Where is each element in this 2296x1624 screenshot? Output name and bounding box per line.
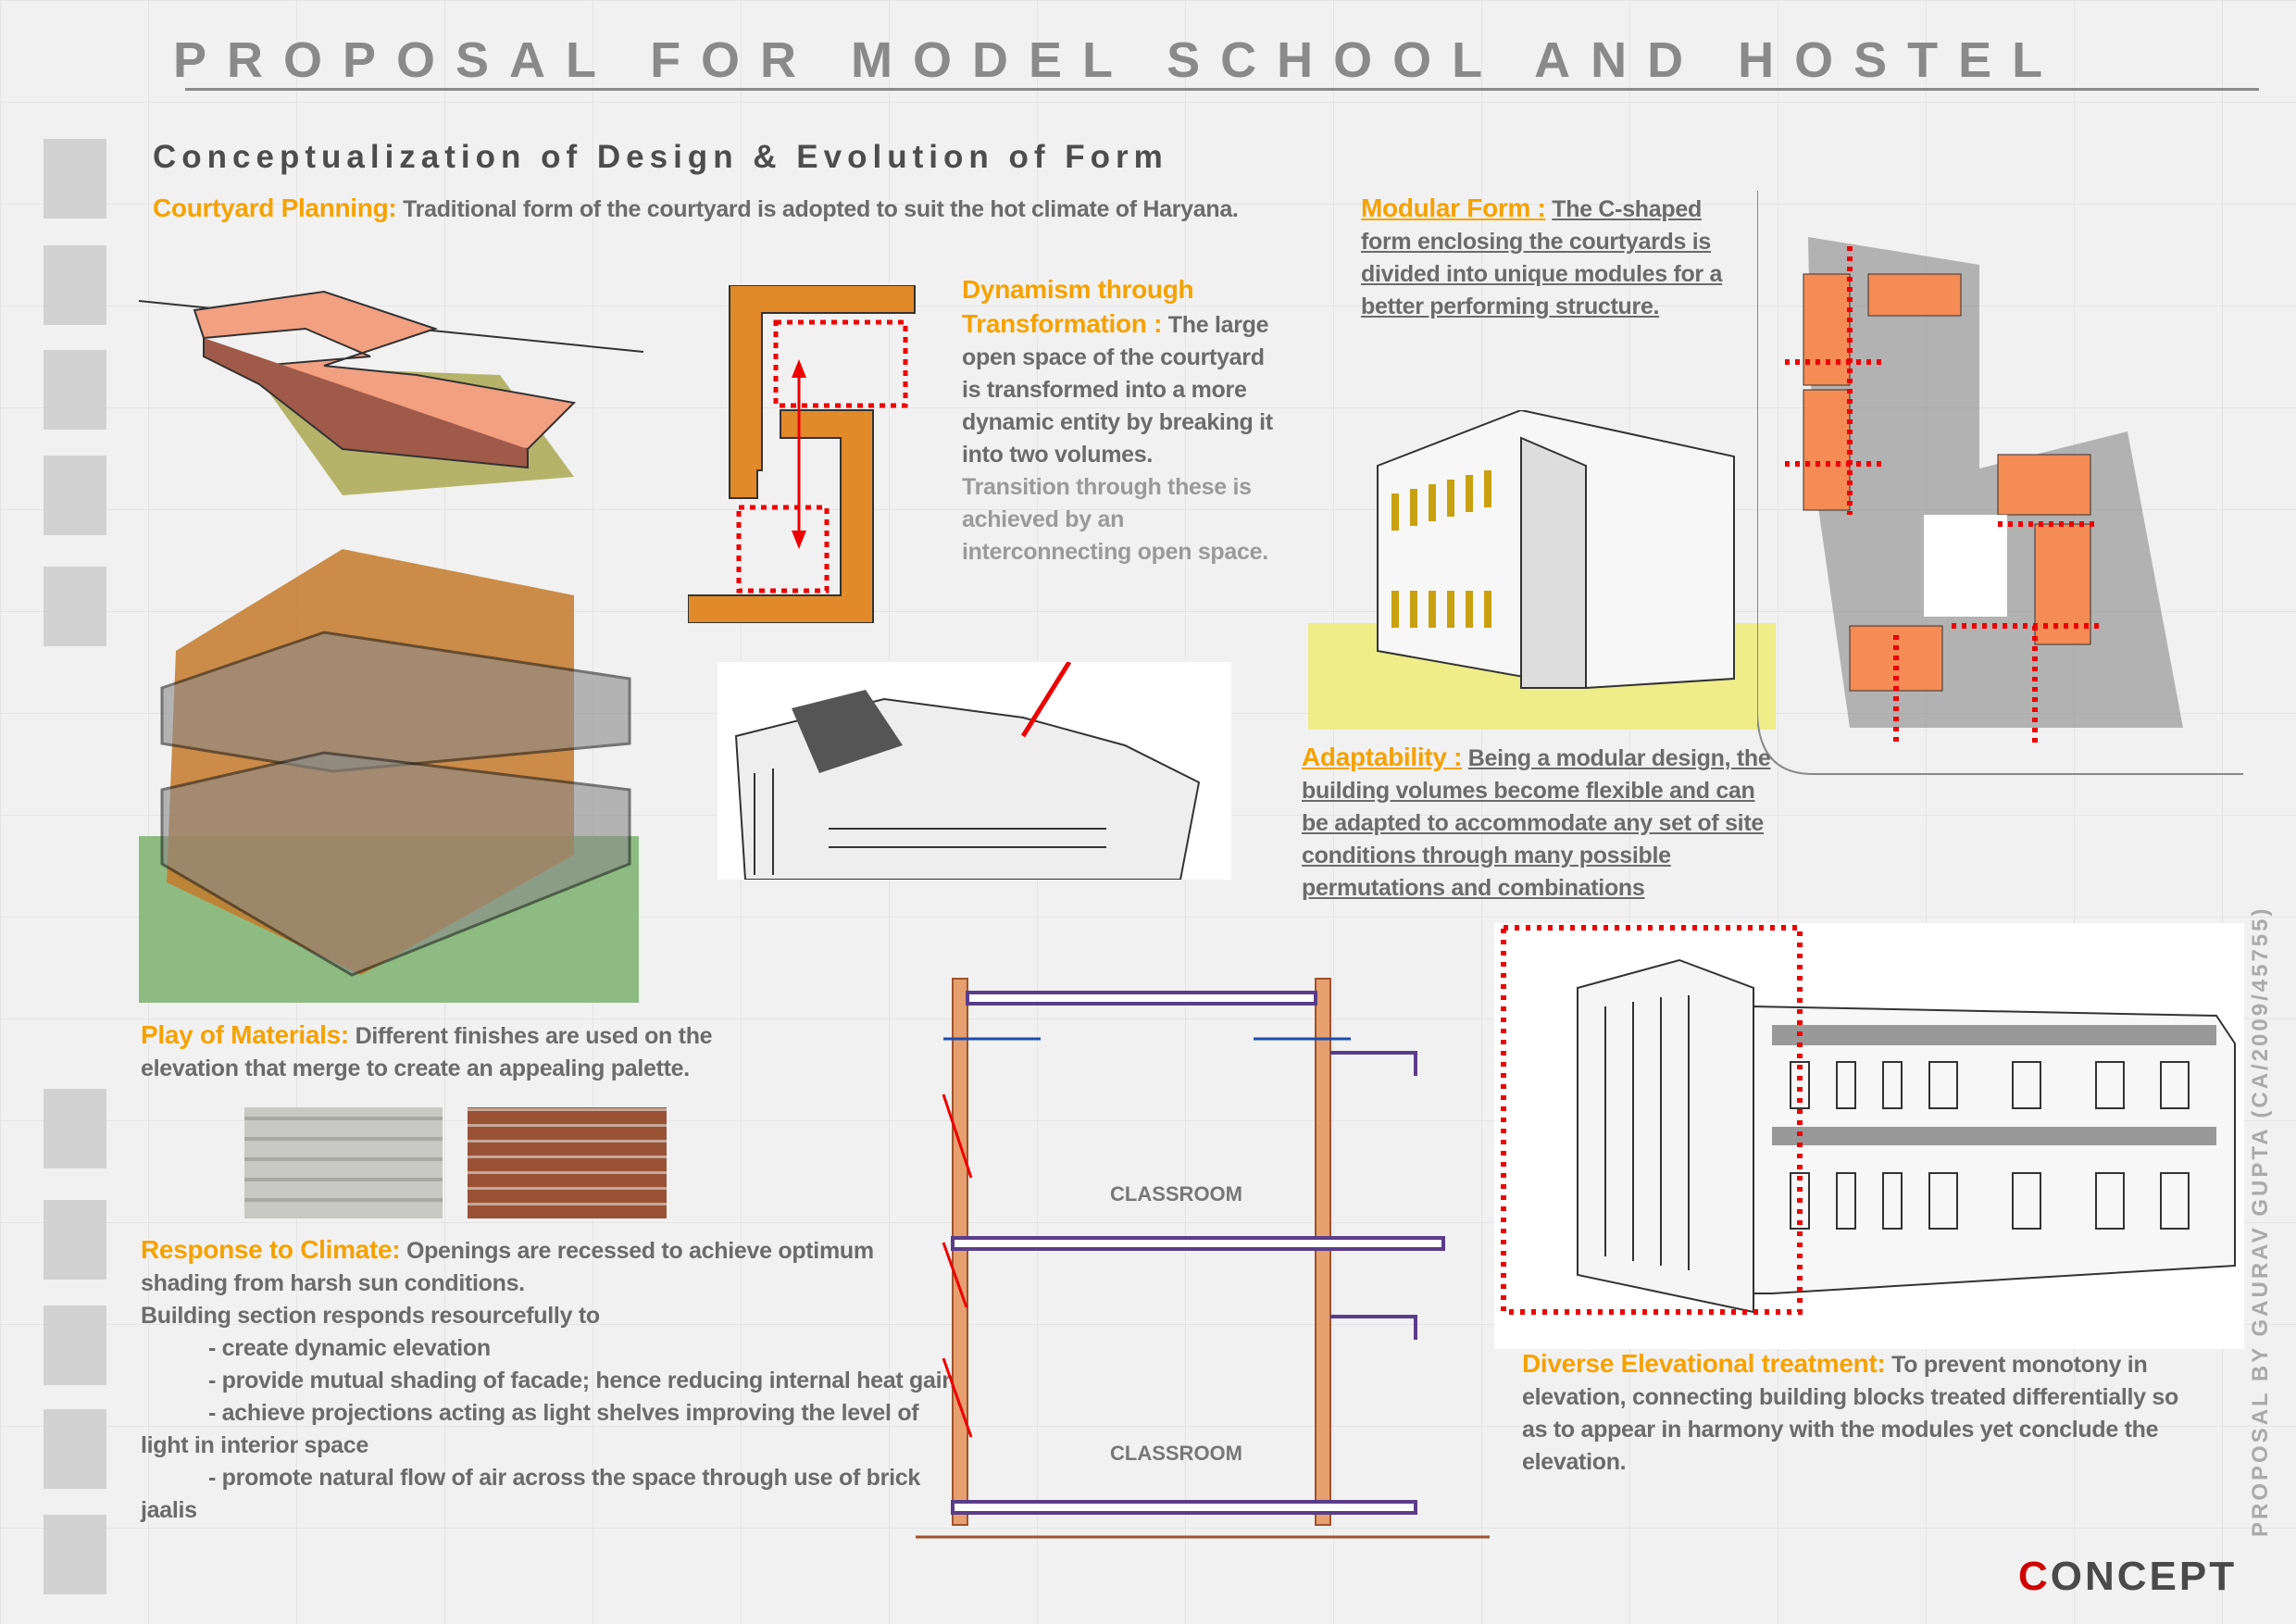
section-subtitle: Conceptualization of Design & Evolution … bbox=[153, 139, 1168, 175]
materials-block: Play of Materials: Different finishes ar… bbox=[141, 1018, 742, 1085]
side-block bbox=[44, 567, 106, 646]
courtyard-transformation-diagram bbox=[688, 285, 916, 623]
courtyard-heading: Courtyard Planning: bbox=[153, 194, 397, 222]
side-block bbox=[44, 1515, 106, 1594]
sheet-label: CONCEPT bbox=[2018, 1554, 2237, 1600]
author-credit: PROPOSAL BY GAURAV GUPTA (CA/2009/45755) bbox=[2248, 906, 2273, 1538]
elevation-render bbox=[1494, 923, 2244, 1349]
section-label: CLASSROOM bbox=[1110, 1442, 1242, 1465]
climate-block: Response to Climate: Openings are recess… bbox=[141, 1233, 965, 1527]
climate-bullet: - provide mutual shading of facade; henc… bbox=[208, 1368, 956, 1393]
courtyard-text: Traditional form of the courtyard is ado… bbox=[403, 196, 1239, 222]
modular-heading: Modular Form : bbox=[1361, 194, 1546, 222]
stone-texture-swatch bbox=[244, 1107, 443, 1218]
courtyard-block: Courtyard Planning: Traditional form of … bbox=[153, 192, 1356, 226]
climate-bullet: - promote natural flow of air across the… bbox=[141, 1465, 920, 1523]
page-title: PROPOSAL FOR MODEL SCHOOL AND HOSTEL bbox=[173, 32, 2064, 88]
modular-site-plan bbox=[1757, 191, 2243, 775]
adaptability-heading: Adaptability : bbox=[1302, 743, 1463, 771]
module-building-render bbox=[1308, 410, 1776, 730]
elevation-block: Diverse Elevational treatment: To preven… bbox=[1522, 1347, 2207, 1479]
side-block bbox=[44, 350, 106, 430]
elevation-heading: Diverse Elevational treatment: bbox=[1522, 1349, 1886, 1378]
side-block bbox=[44, 1409, 106, 1489]
materials-heading: Play of Materials: bbox=[141, 1020, 349, 1049]
adaptability-block: Adaptability : Being a modular design, t… bbox=[1302, 741, 1783, 905]
side-block bbox=[44, 1089, 106, 1168]
section-label: CLASSROOM bbox=[1110, 1182, 1242, 1206]
climate-bullet: - achieve projections acting as light sh… bbox=[141, 1400, 919, 1458]
climate-heading: Response to Climate: bbox=[141, 1235, 401, 1264]
building-section-drawing: CLASSROOM CLASSROOM bbox=[916, 978, 1490, 1539]
elevation-text: To prevent monotony in elevation, connec… bbox=[1522, 1352, 2179, 1475]
side-block bbox=[44, 139, 106, 219]
dynamism-text: The large open space of the courtyard is… bbox=[962, 312, 1273, 468]
climate-bullet: - create dynamic elevation bbox=[208, 1335, 491, 1361]
brick-texture-swatch bbox=[468, 1107, 667, 1218]
side-block bbox=[44, 245, 106, 325]
material-building-render bbox=[139, 549, 639, 1003]
title-underline bbox=[185, 88, 2259, 91]
sheet-label-initial: C bbox=[2018, 1554, 2051, 1599]
sheet-label-rest: ONCEPT bbox=[2050, 1554, 2238, 1599]
side-block bbox=[44, 456, 106, 535]
modular-text: The C-shaped form enclosing the courtyar… bbox=[1361, 196, 1723, 319]
aerial-view-sketch bbox=[718, 662, 1231, 880]
materials-text: Different finishes are used on the eleva… bbox=[141, 1023, 713, 1081]
courtyard-sketch-image bbox=[139, 290, 644, 495]
modular-block: Modular Form : The C-shaped form enclosi… bbox=[1361, 192, 1731, 323]
dynamism-block: Dynamism through Transformation : The la… bbox=[962, 273, 1277, 568]
dynamism-text-2: Transition through these is achieved by … bbox=[962, 474, 1268, 565]
climate-text: Openings are recessed to achieve optimum… bbox=[141, 1238, 874, 1296]
adaptability-text: Being a modular design, the building vol… bbox=[1302, 745, 1771, 901]
dynamism-heading: Dynamism through Transformation : bbox=[962, 275, 1194, 338]
climate-intro: Building section responds resourcefully … bbox=[141, 1303, 600, 1329]
side-block bbox=[44, 1200, 106, 1280]
side-block bbox=[44, 1305, 106, 1385]
